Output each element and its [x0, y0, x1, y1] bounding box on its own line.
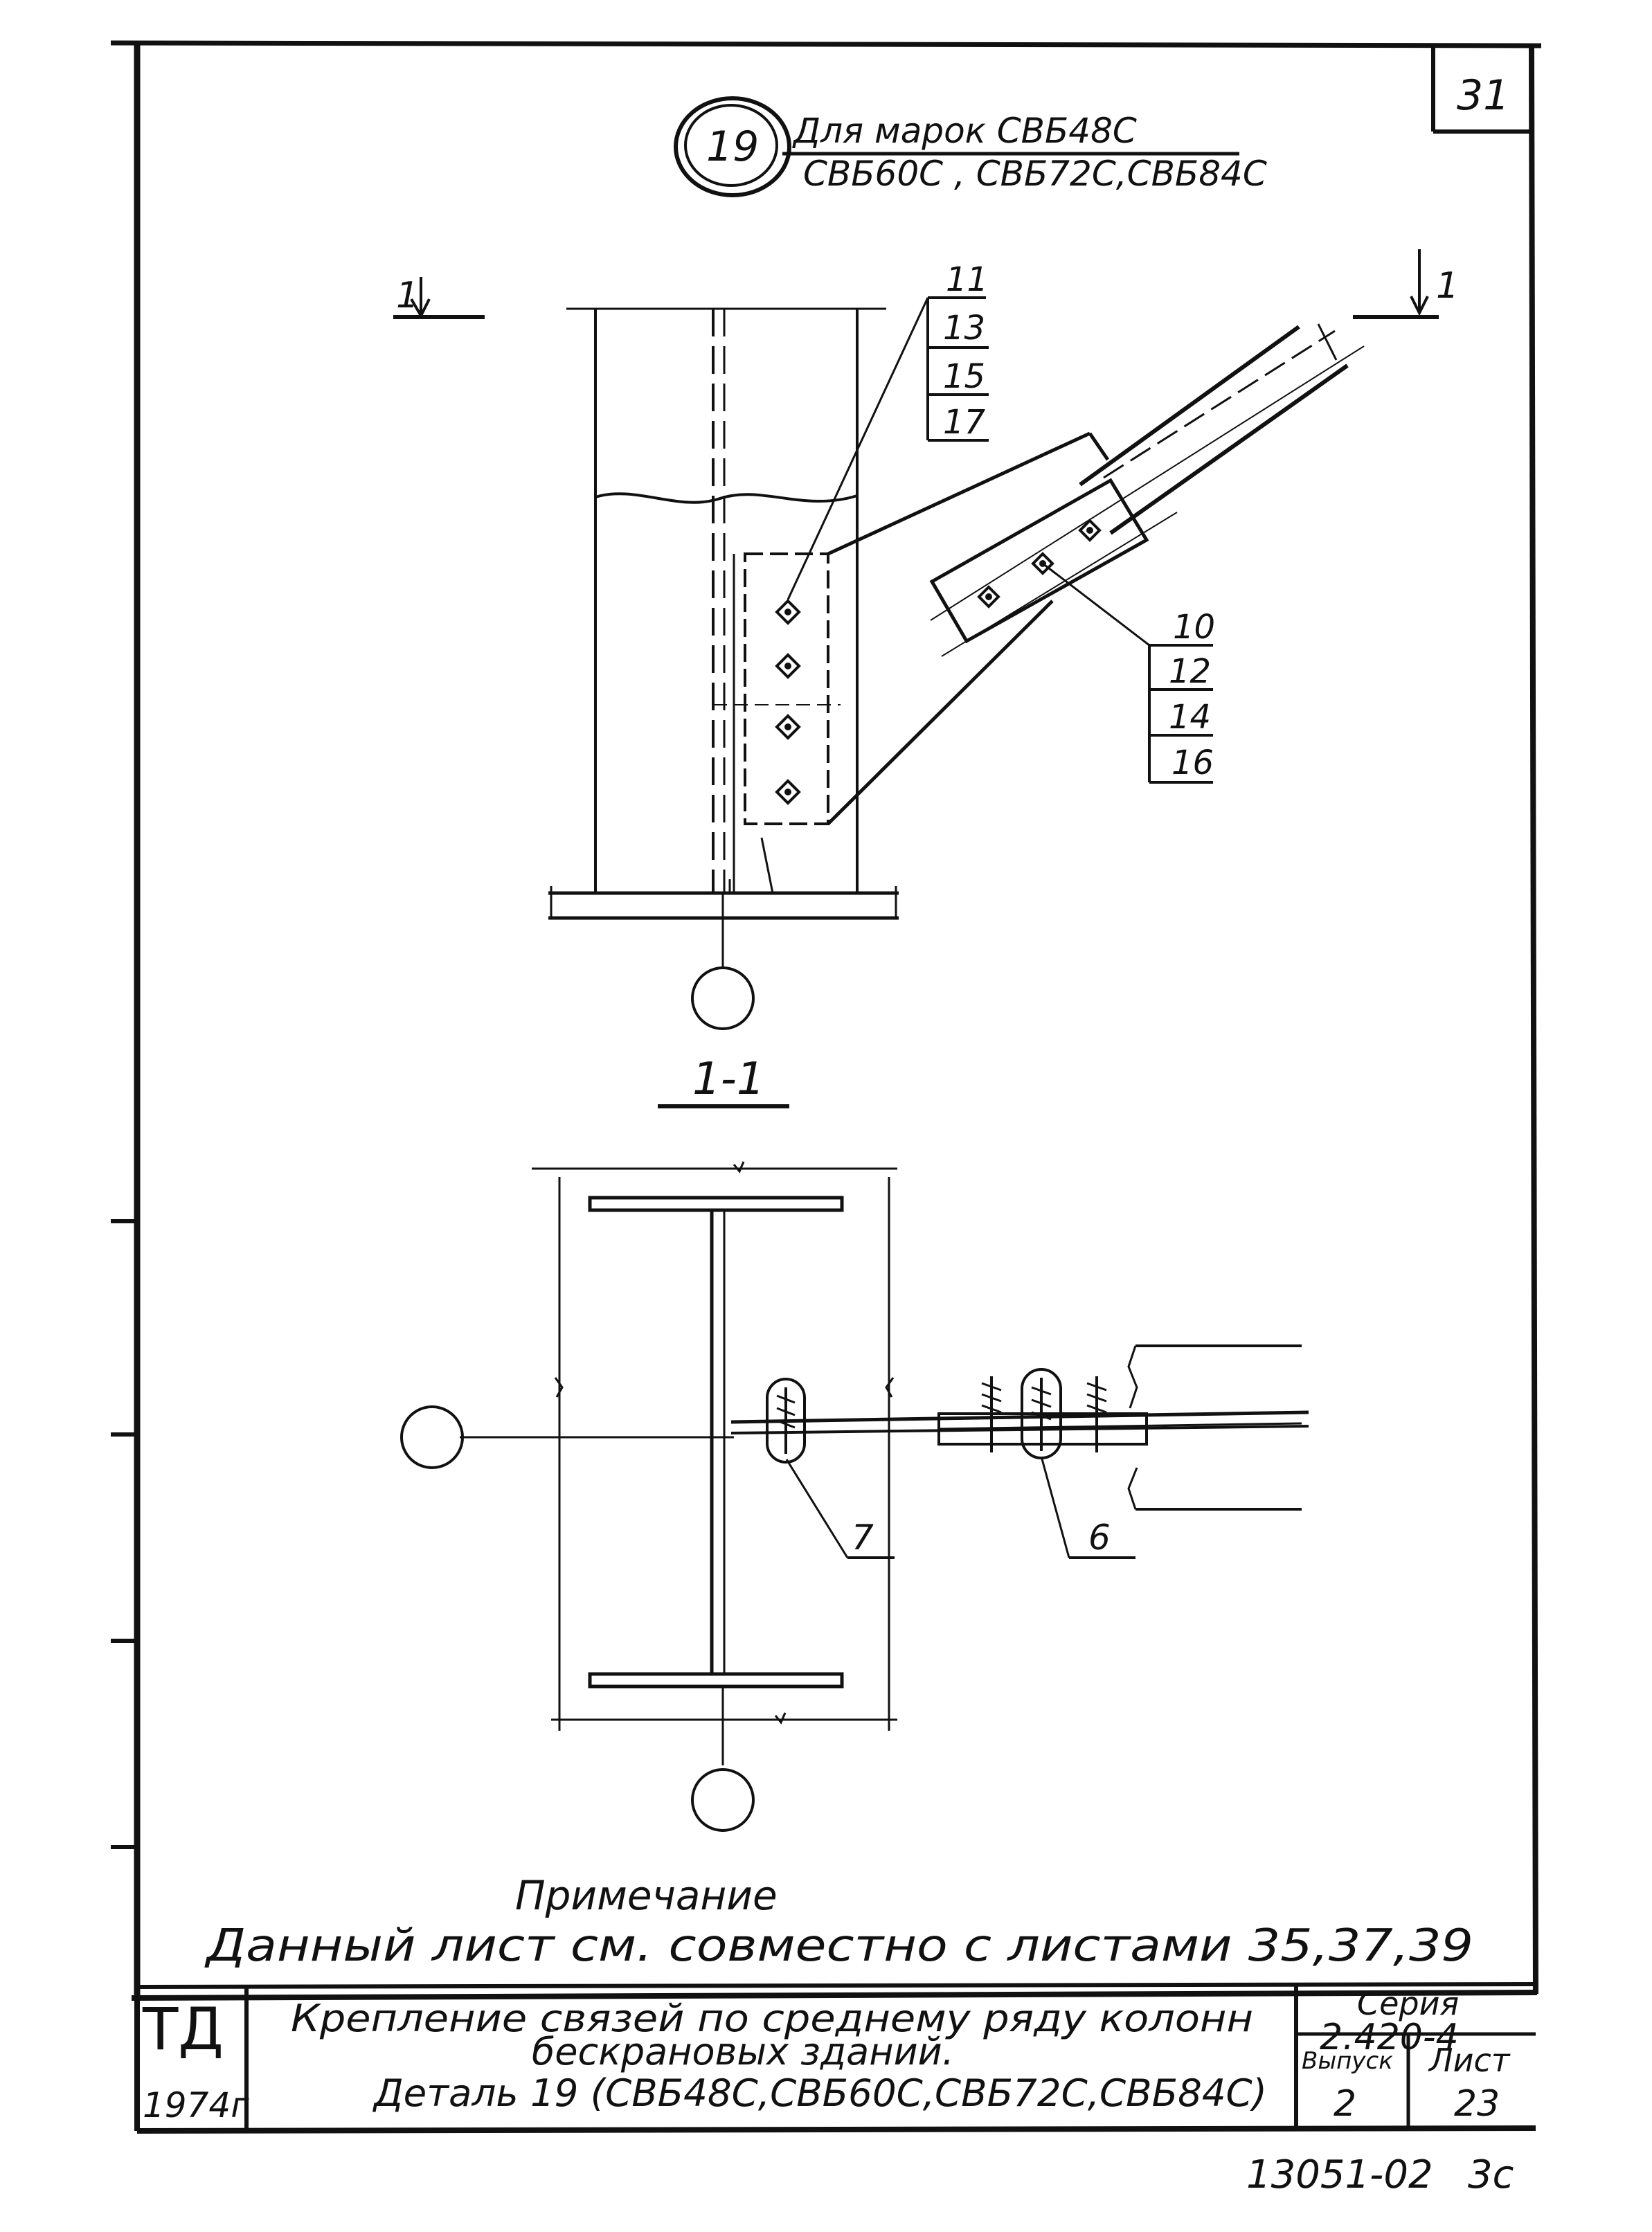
title-line3: Деталь 19 (СВБ48С,СВБ60С,СВБ72С,СВБ84С) [372, 2071, 1267, 2115]
issue-value: 2 [1334, 2083, 1356, 2125]
section-cut-marks: 1 1 [393, 249, 1459, 319]
series-label: Серия [1357, 1985, 1459, 2022]
detail-header: 19 Для марок СВБ48С СВБ60С , СВБ72С,СВБ8… [674, 96, 1267, 197]
bolt-icon [1021, 1368, 1062, 1459]
callout-upper-right: 10 12 14 16 [1042, 562, 1215, 784]
callout-label: 13 [943, 309, 985, 348]
callout-label: 10 [1173, 608, 1215, 647]
bolt-icon [977, 585, 1000, 609]
callout-label: 14 [1169, 698, 1211, 737]
callout-label-lower-left: 7 [852, 1518, 874, 1558]
detail-marks-line1: Для марок СВБ48С [792, 111, 1137, 151]
org-logo: ТД [142, 1995, 224, 2063]
section-title-text: 1-1 [692, 1054, 765, 1105]
bolt-icon [1078, 519, 1102, 542]
sheet-frame [110, 40, 1542, 2001]
note: Примечание Данный лист см. совместно с л… [204, 1872, 1473, 1972]
bolt-icon [775, 779, 801, 805]
bolt-icon [775, 599, 801, 625]
bottom-code-number: 13051-02 [1246, 2152, 1433, 2197]
bottom-code-suffix: 3c [1468, 2152, 1514, 2197]
bolt-icon [1086, 1376, 1107, 1452]
page-number: 31 [1457, 71, 1509, 120]
callout-label: 12 [1169, 652, 1211, 691]
callout-upper-left: 11 13 15 17 [787, 260, 989, 600]
sheet-value: 23 [1454, 2083, 1500, 2125]
bolt-icon [775, 714, 801, 740]
title-line1: Крепление связей по среднему ряду колонн [291, 1997, 1253, 2040]
section-view: 7 6 [400, 1161, 1309, 1832]
bolt-icon [766, 1378, 806, 1464]
note-heading: Примечание [515, 1872, 778, 1919]
callout-label-lower-right: 6 [1088, 1518, 1111, 1558]
title-line2: бескрановых зданий. [532, 2030, 954, 2073]
diagonal-brace [929, 323, 1365, 657]
detail-marks-line2: СВБ60С , СВБ72С,СВБ84С [803, 154, 1267, 194]
org-year: 1974г [143, 2085, 249, 2125]
callout-label: 17 [943, 403, 986, 442]
callout-label: 16 [1171, 744, 1214, 782]
gusset-bolts [775, 599, 801, 805]
bolt-icon [981, 1376, 1002, 1452]
callout-label: 11 [946, 260, 988, 299]
section-title: 1-1 [658, 1054, 789, 1108]
cut-label-right: 1 [1436, 265, 1459, 307]
callout-label: 15 [943, 357, 985, 396]
detail-number: 19 [706, 123, 759, 171]
bottom-code: 13051-02 3c [1246, 2152, 1514, 2197]
cut-label-left: 1 [396, 275, 419, 316]
series-value: 2.420-4 [1320, 2017, 1459, 2058]
gusset-plate [713, 431, 1110, 894]
sheet-label: Лист [1428, 2042, 1511, 2079]
title-block: ТД 1974г Крепление связей по среднему ря… [134, 1982, 1536, 2134]
page-number-box: 31 [1431, 46, 1532, 134]
note-text: Данный лист см. совместно с листами 35,3… [204, 1920, 1473, 1972]
issue-label: Выпуск [1302, 2047, 1393, 2075]
bolt-icon [775, 653, 801, 679]
column-elevation [548, 307, 899, 1030]
